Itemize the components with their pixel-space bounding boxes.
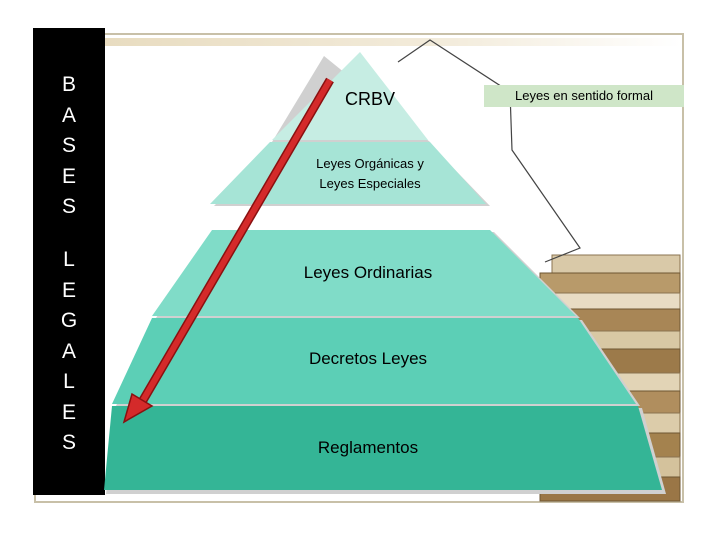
tier-label-ordinarias: Leyes Ordinarias (303, 263, 433, 282)
tier-decretos-shape (112, 318, 636, 404)
tier-label-organicas-line2: Leyes Especiales (319, 176, 421, 191)
formal-bracket-line (397, 39, 581, 263)
tier-reglamentos-shape (104, 406, 662, 490)
side-word-bases: B A S E S (61, 73, 76, 218)
tier-label-decretos: Decretos Leyes (308, 349, 428, 368)
tier-organicas-shape (210, 142, 486, 204)
formal-laws-label: Leyes en sentido formal (484, 85, 684, 107)
top-decor-strip (104, 38, 682, 46)
hierarchy-arrow (122, 77, 334, 424)
tier-label-reglamentos: Reglamentos (317, 438, 419, 457)
tier-label-organicas: Leyes Orgánicas y Leyes Especiales (270, 154, 470, 194)
tier-ordinarias-shape (152, 230, 576, 316)
tier-label-crbv: CRBV (344, 89, 395, 109)
side-word-legales: L E G A L E S (60, 248, 78, 454)
side-black-bar (33, 28, 105, 495)
tier-label-organicas-line1: Leyes Orgánicas y (316, 156, 424, 171)
